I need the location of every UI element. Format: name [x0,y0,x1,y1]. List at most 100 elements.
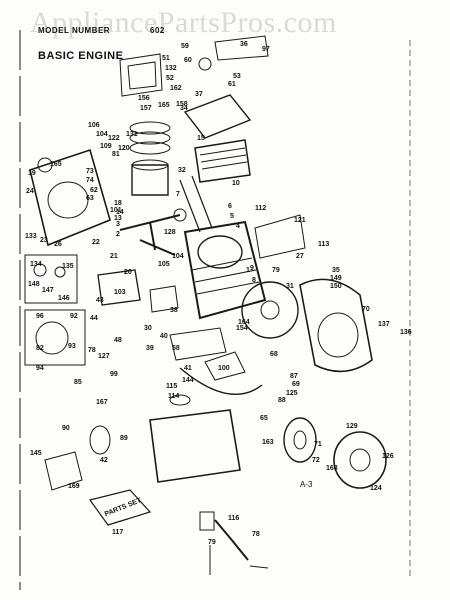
blower-bracket-part [119,53,163,97]
part-label: 71 [314,441,322,448]
part-label: 88 [278,397,286,404]
part-label: 113 [318,241,329,248]
part-label: 21 [110,253,118,260]
fuel-cap-part [169,394,191,406]
part-label: 32 [178,167,186,174]
part-label: 18 [114,200,122,207]
part-label: 52 [166,75,174,82]
muffler-part [204,351,246,381]
part-label: 87 [290,373,298,380]
part-label: 78 [88,347,96,354]
part-label: 73 [86,168,94,175]
head-fin-2 [200,154,247,163]
part-label: 70 [362,306,370,313]
part-label: 169 [68,483,80,490]
part-label: 109 [100,143,112,150]
part-number-labels: 59 51 132 52 162 156 157 165 158 36 97 6… [25,41,412,546]
cylinder-block-part [183,220,267,320]
cylinder-bore [197,235,243,269]
block-fin-3 [196,281,260,295]
part-label: 129 [346,423,358,430]
part-label: 62 [90,187,98,194]
part-label: 89 [120,435,128,442]
recoil-starter-hub [349,448,371,472]
part-label: 133 [25,233,37,240]
part-label: 96 [36,313,44,320]
recoil-starter-part [333,431,387,489]
cylinder-head-part [194,139,251,183]
block-fin-1 [191,257,253,271]
part-label: 103 [114,289,126,296]
part-label: 24 [26,188,34,195]
part-label: 149 [330,275,342,282]
part-label: 34 [180,105,188,112]
inset-box-upper [24,254,78,304]
part-label: 4 [236,223,240,230]
part-label: 8 [252,277,256,284]
part-label: 27 [296,253,304,260]
part-label: 147 [42,287,54,294]
part-label: 93 [68,343,76,350]
part-label: 13 [114,215,122,222]
part-label: 125 [286,390,298,397]
part-label: 69 [292,381,300,388]
part-label: 126 [382,453,394,460]
part-label: 41 [184,365,192,372]
part-label: 35 [332,267,340,274]
crank-pin [173,208,187,222]
part-label: 92 [70,313,78,320]
part-label: 20 [124,269,132,276]
part-label: 115 [166,383,177,390]
part-label: 146 [58,295,70,302]
part-label: 90 [62,425,70,432]
part-label: 105 [158,261,170,268]
model-number-prefix: MODEL NUMBER [38,26,111,35]
part-label: 7 [176,191,180,198]
part-label: 112 [255,205,266,212]
oil-seal-part [37,157,53,173]
part-label: 5 [230,213,234,220]
part-label: 61 [228,81,236,88]
part-label: 127 [98,353,110,360]
model-number-suffix: 602 [150,26,165,35]
part-label: 106 [88,122,100,129]
fuel-tank-part [149,409,241,483]
part-label: 53 [233,73,241,80]
part-label: 156 [138,95,150,102]
part-label: 14 [116,209,124,216]
part-label: 79 [272,267,280,274]
block-fin-2 [194,269,257,283]
part-label: 104 [96,131,108,138]
spring-part [198,57,212,71]
intake-gasket-part [149,285,179,313]
part-label: 104 [172,253,184,260]
part-label: 15 [197,135,205,142]
part-label: 9 [250,265,254,272]
part-label: 137 [378,321,390,328]
part-label: 136 [400,329,412,336]
throttle-bracket-part [214,35,269,61]
part-label: 148 [28,281,40,288]
fuel-shutoff-valve-part [199,511,215,531]
starter-pulley-part [283,417,317,463]
leader-79 [249,565,269,569]
part-label: 2 [116,231,120,238]
muffler-body-part [44,451,83,491]
part-label: 74 [86,177,94,184]
part-label: 122 [108,135,120,142]
part-label: 79 [208,539,216,546]
base-gasket-part [169,327,227,361]
part-label: 135 [62,263,74,270]
diagram-title: BASIC ENGINE [38,50,124,62]
part-label: 51 [162,55,170,62]
part-label: 40 [160,333,168,340]
part-label: 144 [182,377,194,384]
part-label: 120 [118,145,130,152]
inset-washer-part [54,266,66,278]
part-label: 100 [218,365,230,372]
part-label: 63 [86,195,94,202]
blower-housing-part [299,278,373,373]
drawing-layer [19,30,411,590]
part-label: 10 [232,180,240,187]
